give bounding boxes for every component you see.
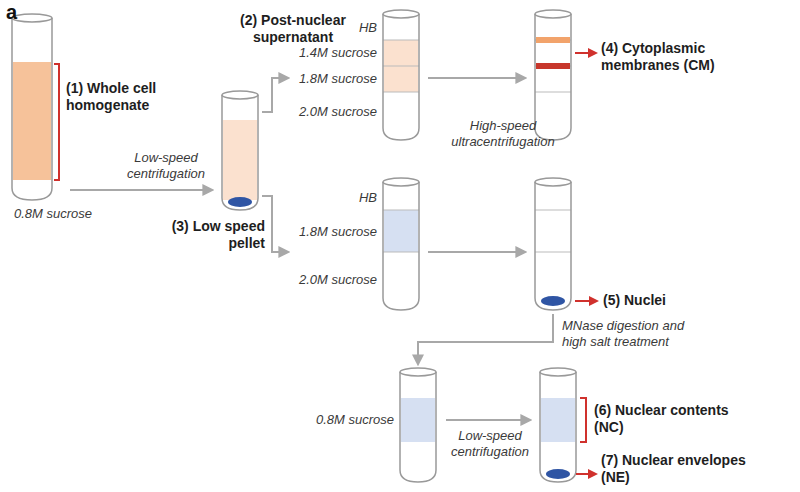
- process-arrow: [262, 196, 288, 252]
- process-label: MNase digestion and high salt treatment: [562, 318, 702, 349]
- step-label: (7) Nuclear envelopes (NE): [601, 452, 769, 486]
- pellet: [228, 197, 252, 207]
- step-label: (5) Nuclei: [603, 292, 666, 309]
- tube-rim: [400, 368, 436, 376]
- layer-lines: [535, 40, 571, 92]
- tube-rim: [383, 10, 419, 18]
- layer-lines: [535, 210, 571, 252]
- tube-6: [535, 178, 571, 310]
- medium-label: 0.8M sucrose: [14, 206, 92, 222]
- tube-outline: [540, 372, 576, 482]
- supernatant-fill: [223, 120, 257, 200]
- process-label: High-speed ultracentrifugation: [438, 118, 568, 149]
- tube-outline: [535, 14, 571, 140]
- tube-outline: [383, 14, 419, 140]
- layer-label: HB: [359, 20, 377, 36]
- red-bracket: [54, 64, 59, 180]
- tube-outline: [535, 182, 571, 310]
- membrane-band: [536, 37, 570, 43]
- step-label: (3) Low speed pellet: [165, 218, 265, 252]
- tube-rim: [222, 91, 258, 99]
- layer-lines: [383, 40, 419, 92]
- membrane-band: [536, 63, 570, 69]
- tube-outline: [12, 18, 52, 200]
- tube-2: [222, 91, 258, 210]
- process-arrow: [262, 78, 288, 112]
- medium-label: 0.8M sucrose: [316, 412, 394, 428]
- tube-outline: [400, 372, 436, 482]
- nuclear-contents-fill: [541, 398, 575, 442]
- layer-label: 1.8M sucrose: [299, 71, 377, 87]
- process-label: Low-speed centrifugation: [116, 150, 216, 181]
- pellet: [546, 469, 570, 479]
- tube-outline: [222, 95, 258, 210]
- tube-rim: [383, 178, 419, 186]
- tube-rim: [12, 14, 52, 22]
- layer-label: 2.0M sucrose: [299, 104, 377, 120]
- process-arrow: [70, 189, 212, 191]
- tube-rim: [540, 368, 576, 376]
- layer-label: 2.0M sucrose: [299, 272, 377, 288]
- tube-5: [383, 178, 419, 310]
- red-arrow: [575, 52, 596, 54]
- homogenate-fill: [13, 62, 51, 180]
- tube-1: [12, 14, 59, 200]
- panel-letter: a: [6, 0, 17, 24]
- layer-label: 1.4M sucrose: [299, 45, 377, 61]
- red-bracket: [580, 398, 586, 442]
- tube-3: [383, 10, 419, 140]
- step-label: (6) Nuclear contents (NC): [594, 402, 759, 436]
- step-label: (4) Cytoplasmic membranes (CM): [601, 40, 741, 74]
- pellet: [541, 296, 565, 306]
- tube-rim: [535, 178, 571, 186]
- step-label: (2) Post-nuclear supernatant: [226, 12, 360, 46]
- sample-fill: [401, 398, 435, 442]
- tube-outline: [383, 182, 419, 310]
- process-label: Low-speed centrifugation: [440, 428, 540, 459]
- tube-rim: [535, 10, 571, 18]
- process-arrow: [418, 314, 553, 364]
- layer-lines: [383, 210, 419, 252]
- tube-7: [400, 368, 436, 482]
- layer-label: HB: [359, 190, 377, 206]
- process-arrow: [428, 251, 525, 253]
- sample-fill: [384, 210, 418, 252]
- process-arrow: [446, 419, 530, 421]
- red-arrow: [575, 300, 597, 302]
- tube-4: [535, 10, 571, 140]
- step-label: (1) Whole cell homogenate: [66, 80, 178, 114]
- process-arrow: [428, 77, 525, 79]
- sample-fill: [384, 40, 418, 92]
- red-arrow: [576, 473, 596, 475]
- tube-8: [540, 368, 586, 482]
- layer-label: 1.8M sucrose: [299, 224, 377, 240]
